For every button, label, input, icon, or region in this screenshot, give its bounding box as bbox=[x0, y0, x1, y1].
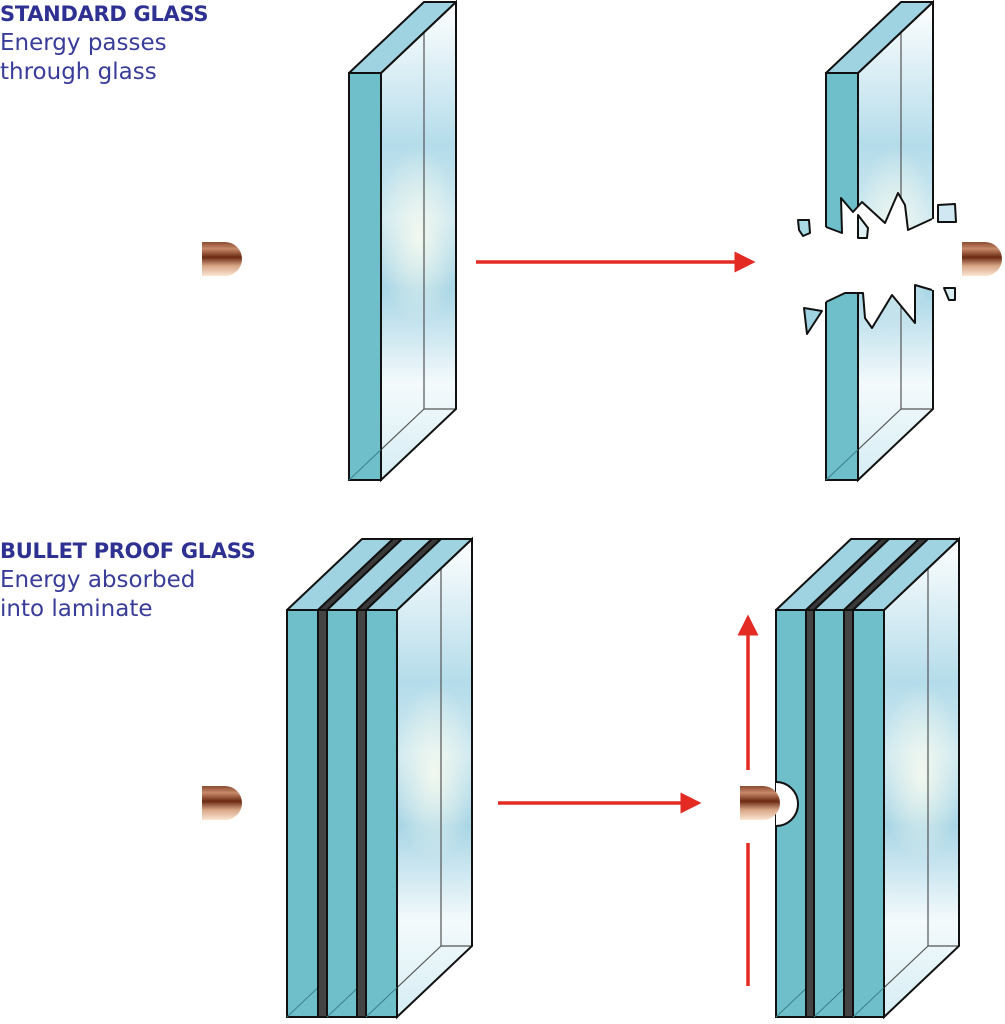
glass-edge-line bbox=[348, 449, 382, 481]
bulletproof-glass-stack bbox=[286, 536, 476, 1020]
glass-edge-line bbox=[775, 988, 807, 1018]
glass-highlight bbox=[880, 683, 963, 863]
bullet-icon bbox=[202, 242, 242, 276]
standard-glass-pane bbox=[348, 0, 460, 483]
crack-edge-upper bbox=[825, 192, 933, 234]
bulletproof-glass-desc-2: into laminate bbox=[0, 596, 153, 622]
glass-layer bbox=[813, 538, 920, 1018]
glass-side-face bbox=[858, 285, 933, 480]
bullet-icon bbox=[740, 786, 780, 820]
glass-front-edge bbox=[326, 609, 358, 1018]
standard-glass-title: STANDARD GLASS bbox=[0, 2, 209, 26]
glass-layer bbox=[365, 536, 476, 1020]
standard-glass-label: STANDARD GLASS Energy passes through gla… bbox=[0, 0, 209, 87]
standard-glass-desc-1: Energy passes bbox=[0, 30, 167, 56]
shattered-pane-lower bbox=[825, 285, 937, 483]
glass-edge-line bbox=[365, 987, 398, 1018]
glass-front-edge bbox=[852, 609, 885, 1018]
glass-side-face bbox=[858, 2, 933, 233]
impact-dent-outline bbox=[775, 781, 799, 827]
glass-shard bbox=[797, 219, 811, 237]
glass-edge-line bbox=[852, 987, 885, 1018]
glass-shard bbox=[857, 214, 869, 239]
impact-dent bbox=[776, 782, 798, 826]
glass-highlight bbox=[377, 146, 460, 326]
glass-edge-line bbox=[825, 449, 859, 481]
bulletproof-glass-label: BULLET PROOF GLASS Energy absorbed into … bbox=[0, 537, 256, 624]
glass-front-edge bbox=[286, 609, 319, 1018]
bulletproof-glass-desc-1: Energy absorbed bbox=[0, 567, 196, 593]
glass-front-edge bbox=[356, 609, 367, 1018]
standard-glass-desc-2: through glass bbox=[0, 59, 157, 85]
crack-edge-lower bbox=[825, 284, 933, 329]
glass-shard bbox=[803, 307, 823, 335]
glass-back-edge bbox=[900, 2, 933, 233]
glass-shard bbox=[943, 287, 956, 301]
glass-highlight bbox=[854, 146, 937, 233]
glass-front-edge bbox=[813, 609, 845, 1018]
glass-front-edge bbox=[805, 609, 815, 1018]
glass-edge-line bbox=[326, 988, 358, 1018]
shattered-pane bbox=[825, 285, 937, 483]
glass-layer bbox=[326, 538, 433, 1018]
bulletproof-glass-title: BULLET PROOF GLASS bbox=[0, 539, 256, 563]
bullet-icon bbox=[202, 786, 242, 820]
glass-front-edge bbox=[365, 609, 398, 1018]
glass-front-edge bbox=[317, 609, 328, 1018]
glass-front-edge bbox=[843, 609, 854, 1018]
glass-edge-line bbox=[813, 988, 845, 1018]
glass-edge-line bbox=[286, 987, 319, 1018]
bulletproof-glass-stack-impacted bbox=[775, 536, 963, 1020]
bullet-icon bbox=[962, 242, 1002, 276]
glass-front-edge bbox=[348, 72, 382, 481]
glass-front-edge bbox=[825, 285, 859, 481]
glass-highlight bbox=[393, 683, 476, 863]
glass-layer bbox=[852, 536, 963, 1020]
glass-shard bbox=[937, 203, 957, 223]
